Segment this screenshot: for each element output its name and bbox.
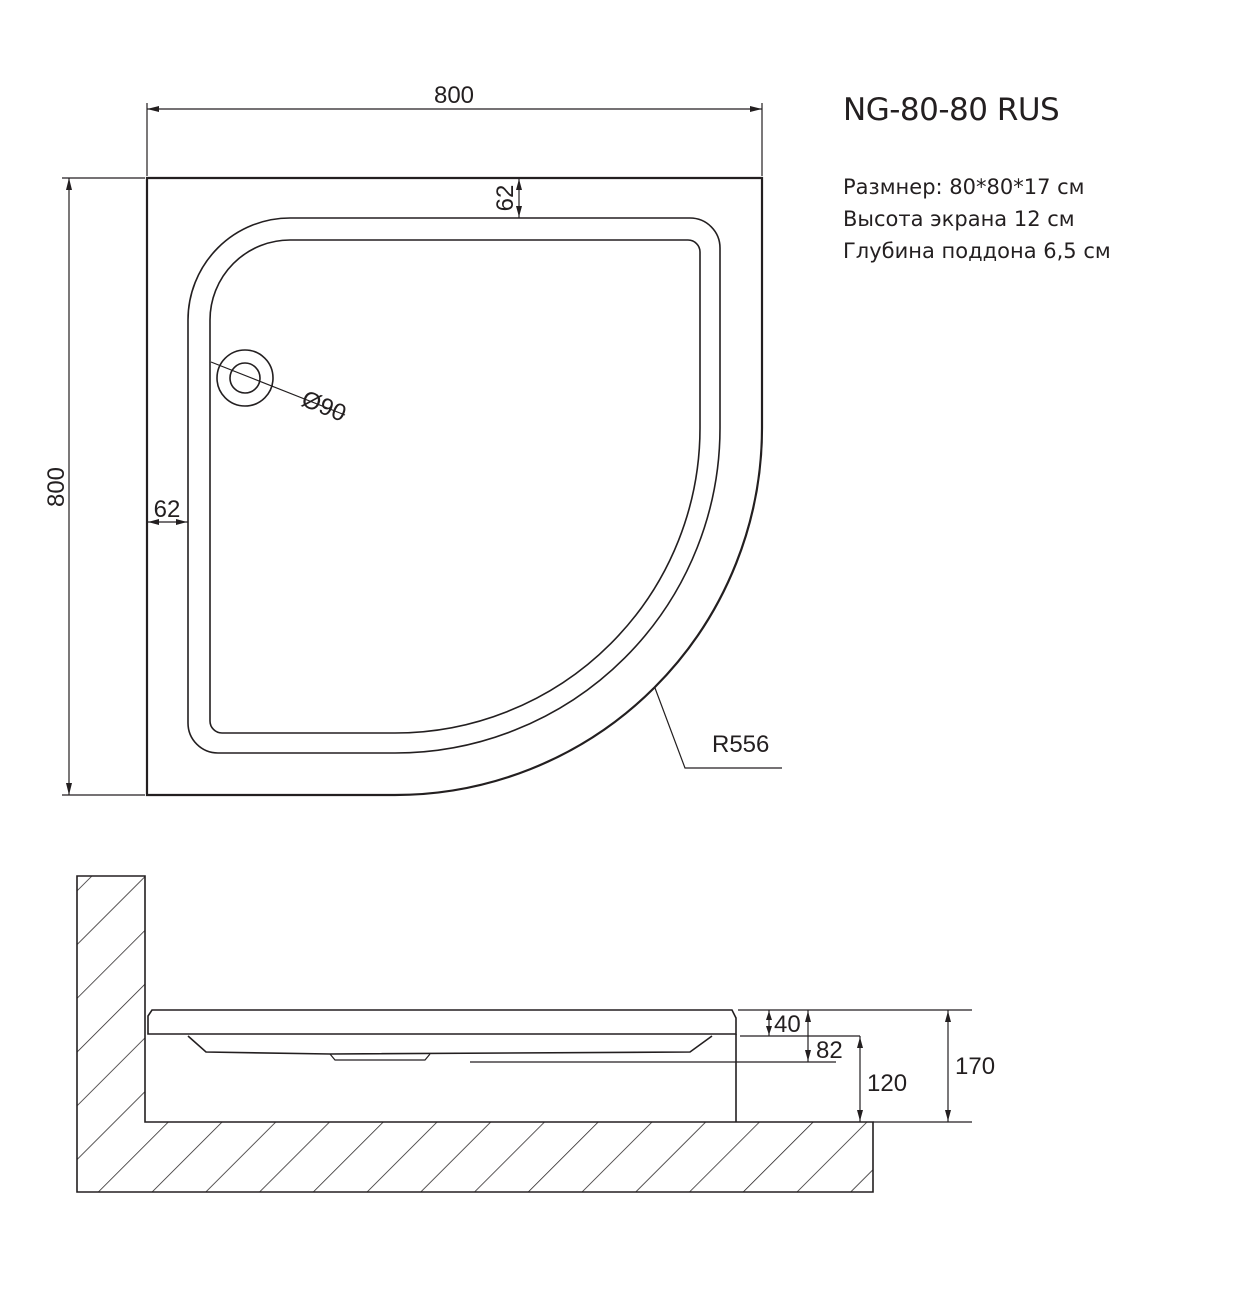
- rim-height-label: 40: [774, 1011, 801, 1038]
- total-height-dimension: 170: [945, 1010, 995, 1122]
- section-view: 40 82 120 170: [76, 875, 995, 1193]
- rim-outer-contour: [187, 217, 721, 754]
- height-label: 800: [43, 467, 70, 507]
- drain-diameter-label: Ø90: [298, 386, 350, 428]
- height-dimension: 800: [43, 177, 145, 796]
- plan-view: Ø90 800 800 62: [43, 82, 782, 797]
- basin-depth-label: 82: [816, 1037, 843, 1064]
- screen-height-dimension: 120: [857, 1036, 907, 1122]
- drain-outer: [216, 349, 274, 407]
- rim-left-dimension: 62: [147, 496, 188, 525]
- drain-leader: [210, 361, 346, 416]
- width-dimension: 800: [146, 82, 763, 176]
- spec-size: Размнер: 80*80*17 см: [843, 175, 1085, 199]
- width-label: 800: [434, 82, 474, 109]
- radius-label: R556: [712, 731, 769, 758]
- spec-tray-depth: Глубина поддона 6,5 см: [843, 239, 1111, 263]
- model-title: NG-80-80 RUS: [843, 92, 1060, 128]
- spec-screen-height: Высота экрана 12 см: [843, 207, 1075, 231]
- tray-outline: [145, 176, 764, 797]
- screen-height-label: 120: [867, 1070, 907, 1097]
- total-height-label: 170: [955, 1053, 995, 1080]
- basin-inner-contour: [209, 239, 701, 734]
- basin-depth-dimension: 82: [805, 1010, 843, 1064]
- rim-height-dimension: 40: [766, 1010, 801, 1038]
- tray-section: [147, 1009, 737, 1122]
- rim-top-label: 62: [492, 185, 519, 212]
- rim-left-label: 62: [154, 496, 181, 523]
- drain-inner: [229, 362, 261, 394]
- rim-top-dimension: 62: [492, 178, 522, 218]
- radius-callout: R556: [654, 687, 782, 769]
